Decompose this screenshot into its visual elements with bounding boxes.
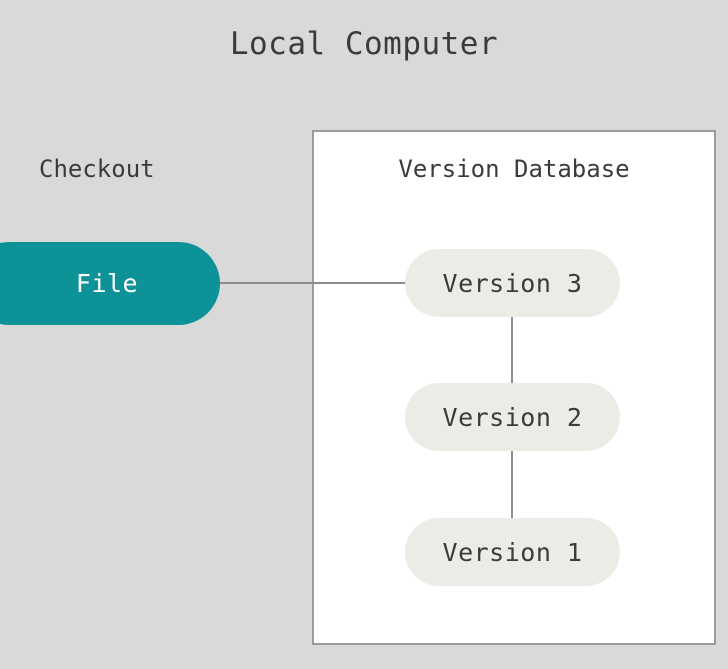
connector-file-to-version3 [220, 282, 408, 284]
version-node-1[interactable]: Version 1 [405, 518, 620, 586]
version-node-2[interactable]: Version 2 [405, 383, 620, 451]
checkout-label: Checkout [39, 155, 155, 183]
version-database-title: Version Database [398, 155, 630, 183]
connector-version2-to-version1 [511, 451, 513, 518]
version-node-3-label: Version 3 [442, 268, 583, 298]
version-node-3[interactable]: Version 3 [405, 249, 620, 317]
file-node-label: File [75, 269, 139, 298]
page-title: Local Computer [229, 26, 499, 62]
version-node-2-label: Version 2 [442, 402, 583, 432]
file-node[interactable]: File [0, 242, 220, 325]
version-node-1-label: Version 1 [442, 537, 583, 567]
connector-version3-to-version2 [511, 317, 513, 383]
